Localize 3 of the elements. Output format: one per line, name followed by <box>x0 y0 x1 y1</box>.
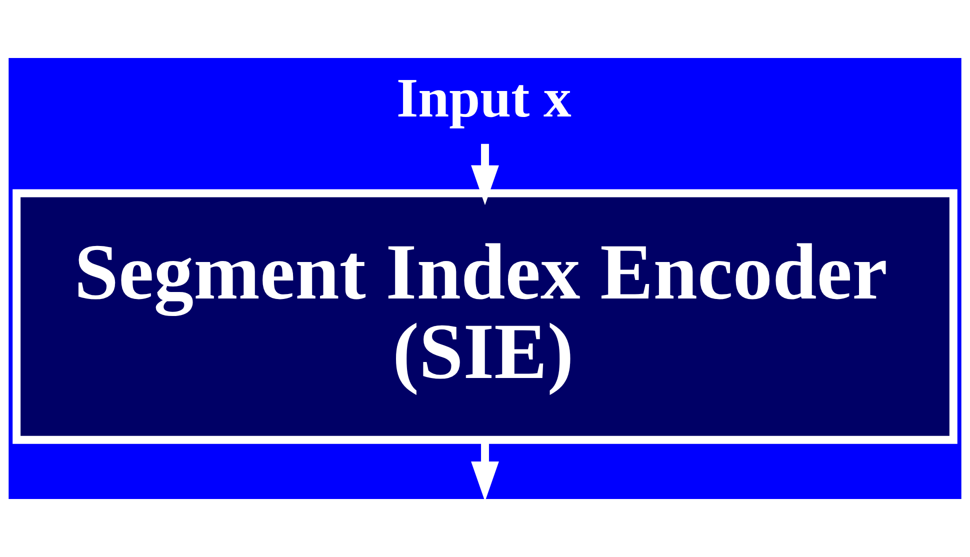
node-text: Input x <box>396 67 572 130</box>
arrow <box>471 144 499 206</box>
node-box: Segment Index Encoder (SIE) <box>12 189 958 444</box>
